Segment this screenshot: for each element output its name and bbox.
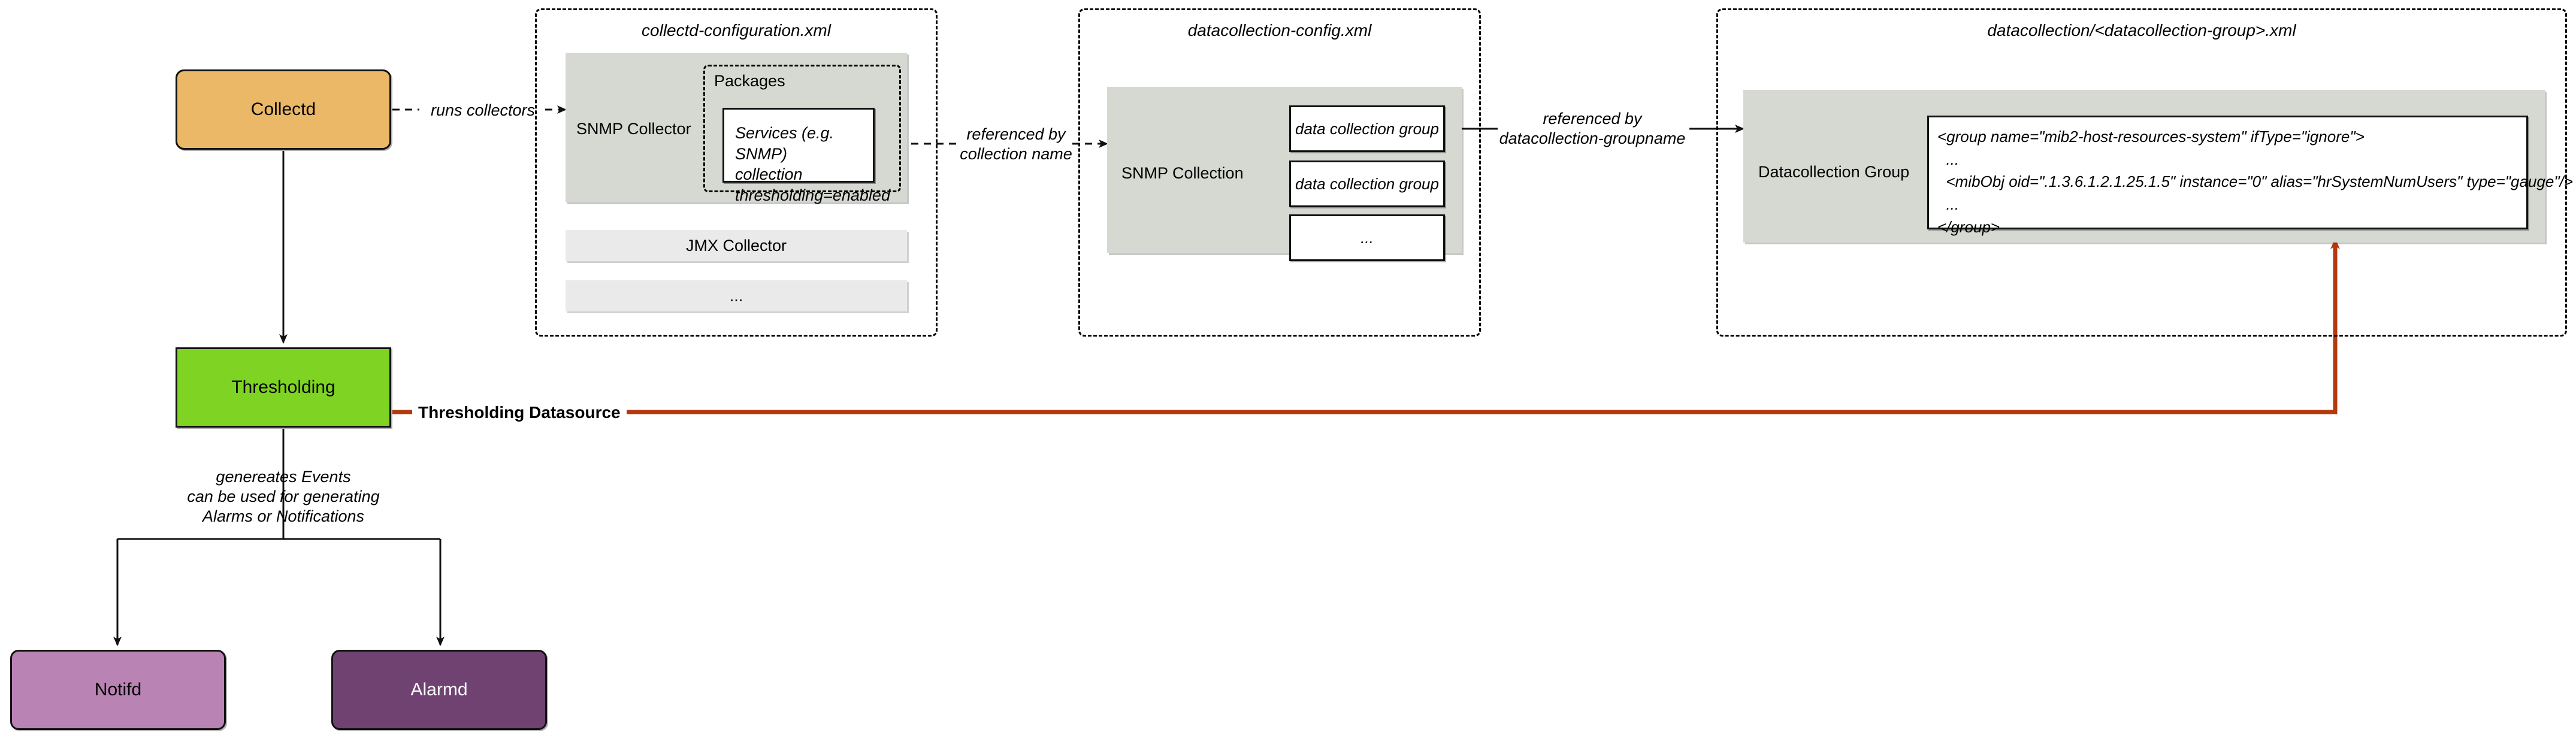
edge-label-referenced-by-groupname: referenced by datacollection-groupname [1499, 110, 1686, 147]
snmp-collector-label: SNMP Collector [576, 120, 691, 138]
panel-datacollection-group: datacollection/<datacollection-group>.xm… [1716, 8, 2567, 337]
panel-datacollection-config-title: datacollection-config.xml [1187, 21, 1372, 40]
services-box-text: Services (e.g. SNMP) collection threshol… [735, 124, 890, 204]
data-collection-group-more[interactable]: ... [1289, 214, 1445, 261]
panel-collectd-configuration-title: collectd-configuration.xml [642, 21, 831, 40]
edge-label-generates-events: genereates Events can be used for genera… [187, 468, 380, 525]
node-collectd[interactable]: Collectd [176, 69, 391, 150]
snmp-collection-label: SNMP Collection [1121, 164, 1244, 182]
panel-datacollection-group-title: datacollection/<datacollection-group>.xm… [1987, 21, 2296, 40]
more-collectors-box[interactable]: ... [566, 280, 907, 311]
services-box[interactable]: Services (e.g. SNMP) collection threshol… [722, 108, 890, 204]
edge-label-thresholding-datasource: Thresholding Datasource [412, 402, 627, 423]
datacollection-group-label: Datacollection Group [1758, 163, 1910, 181]
panel-collectd-configuration: collectd-configuration.xml [535, 8, 938, 337]
edge-thresholding-to-daemons [113, 429, 445, 646]
edge-label-runs-collectors: runs collectors [430, 101, 536, 119]
panel-datacollection-config: datacollection-config.xml [1078, 8, 1481, 337]
edge-label-referenced-by-collection-name: referenced by collection name [960, 125, 1072, 163]
packages-group [703, 65, 901, 192]
datacollection-xml-text: <group name="mib2-host-resources-system"… [1937, 128, 2573, 236]
node-thresholding[interactable]: Thresholding [176, 347, 391, 428]
data-collection-group-1[interactable]: data collection group [1289, 105, 1445, 152]
jmx-collector-box[interactable]: JMX Collector [566, 230, 907, 261]
packages-label: Packages [714, 72, 785, 90]
node-alarmd[interactable]: Alarmd [331, 650, 547, 730]
node-notifd[interactable]: Notifd [10, 650, 226, 730]
datacollection-xml-box[interactable]: <group name="mib2-host-resources-system"… [1927, 116, 2573, 236]
data-collection-group-2[interactable]: data collection group [1289, 160, 1445, 207]
